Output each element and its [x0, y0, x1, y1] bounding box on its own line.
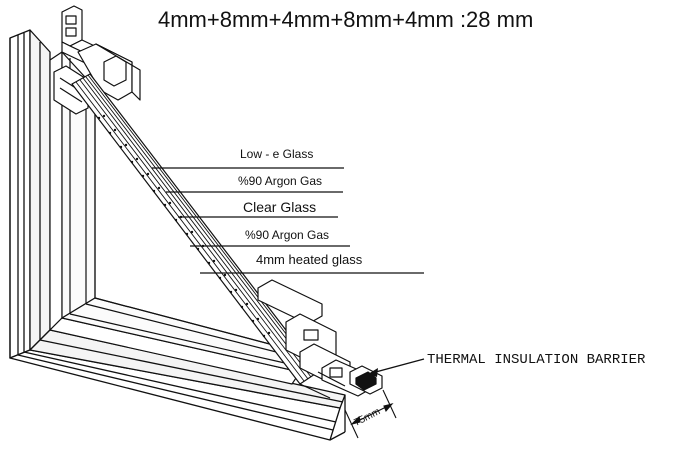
layer-label-heated: 4mm heated glass — [256, 252, 363, 267]
layer-leaders — [152, 167, 424, 274]
layer-label-argon-2: %90 Argon Gas — [245, 228, 329, 242]
spacer-dots — [97, 114, 271, 338]
layer-label-argon-1: %90 Argon Gas — [238, 174, 322, 188]
barrier-label: THERMAL INSULATION BARRIER — [427, 352, 646, 368]
diagram-title: 4mm+8mm+4mm+8mm+4mm :28 mm — [158, 7, 533, 32]
dimension-75mm: 75mm — [344, 389, 397, 439]
layer-label-clear: Clear Glass — [243, 199, 316, 215]
barrier-leader-line — [371, 358, 425, 374]
barrier-arrowhead — [368, 368, 378, 377]
glazing-unit — [71, 73, 319, 385]
outer-frame — [9, 29, 346, 441]
top-profile — [53, 5, 141, 115]
sash-frame — [49, 51, 301, 385]
barrier-callout: THERMAL INSULATION BARRIER — [368, 352, 646, 377]
dimension-label: 75mm — [352, 406, 382, 428]
layer-label-low-e: Low - e Glass — [240, 147, 313, 161]
bottom-profile — [257, 279, 383, 399]
